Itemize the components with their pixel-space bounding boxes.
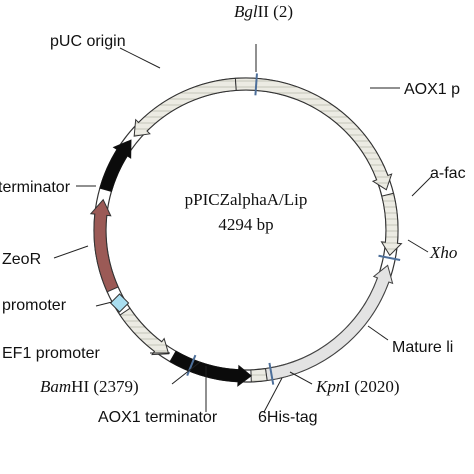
xhoi-label: Xho [429, 243, 457, 262]
aox1-promoter-label: AOX1 p [404, 81, 460, 98]
zeor-feature [89, 198, 119, 293]
alpha-factor-label: a-fac [430, 165, 466, 182]
alpha-factor-feature [380, 192, 403, 257]
mature-lip-feature [264, 264, 394, 382]
puc-origin-feature [133, 77, 237, 137]
alpha-factor-leader [411, 175, 433, 197]
aox1-terminator-feature [169, 350, 252, 387]
em7-promoter-leader [95, 301, 113, 307]
puc-origin-label: pUC origin [50, 33, 126, 50]
xhoi-site-mark [378, 254, 401, 261]
bamhi-leader [171, 361, 201, 385]
tef1-promoter-label: EF1 promoter [2, 345, 100, 362]
em7-promoter-label: promoter [2, 297, 67, 314]
kpni-site-mark [268, 362, 275, 385]
his-tag-leader [263, 377, 283, 413]
plasmid-name: pPICZalphaA/Lip [185, 190, 308, 209]
em7-promoter-feature [109, 293, 130, 313]
puc-origin-leader [119, 47, 161, 69]
kpni-label: KpnI (2020) [315, 377, 400, 396]
mature-lip-label: Mature li [392, 339, 453, 356]
cyc1-terminator-feature [99, 139, 132, 193]
backbone-segment [234, 77, 258, 91]
plasmid-size: 4294 bp [218, 215, 273, 234]
aox1-terminator-label: AOX1 terminator [98, 409, 218, 426]
his-tag-label: 6His-tag [258, 409, 318, 426]
xhoi-leader [407, 239, 429, 253]
zeor-leader [53, 245, 89, 259]
mature-lip-leader [367, 325, 389, 341]
terminator-label: terminator [0, 179, 71, 196]
tef1-promoter-feature [119, 307, 170, 356]
bamhi-label: BamHI (2379) [40, 377, 139, 396]
zeor-label: ZeoR [2, 251, 41, 268]
bglii-site-mark [254, 73, 258, 96]
aox1-promoter-feature [255, 77, 393, 191]
bamhi-site-mark [186, 354, 197, 376]
his-tag-feature [250, 368, 268, 383]
bglii-label: BglII (2) [234, 2, 293, 21]
kpni-leader [289, 371, 313, 385]
